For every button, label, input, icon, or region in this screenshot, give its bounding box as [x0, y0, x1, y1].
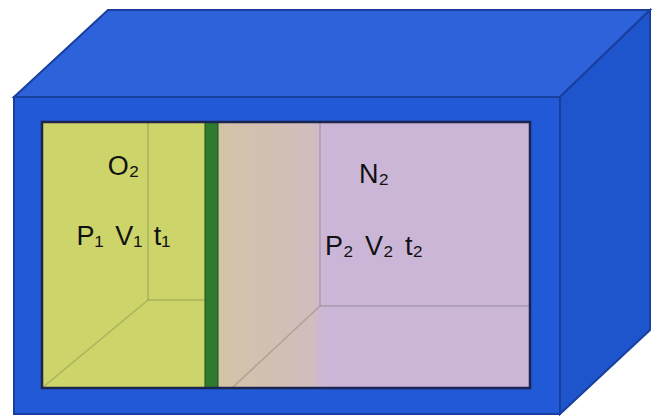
- nitrogen-chamber: N₂ P₂ V₂ t₂: [218, 122, 530, 388]
- state-parameters: P₁ V₁ t₁: [42, 220, 205, 252]
- state-parameters: P₂ V₂ t₂: [218, 230, 530, 262]
- oxygen-chamber: O₂ P₁ V₁ t₁: [42, 122, 205, 388]
- gas-formula: O₂: [42, 150, 205, 182]
- gas-formula: N₂: [218, 158, 530, 190]
